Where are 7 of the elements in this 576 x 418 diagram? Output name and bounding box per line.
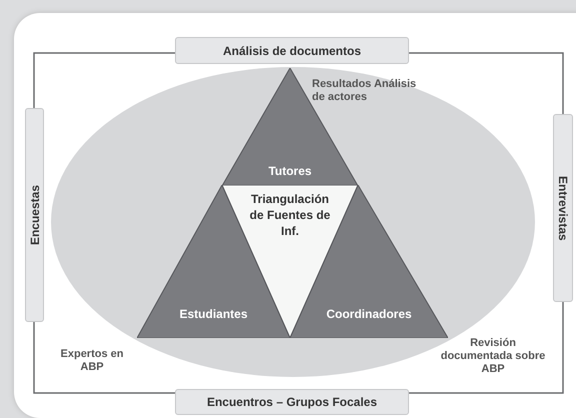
method-tab: Análisis de documentos bbox=[175, 37, 409, 64]
annotation-text: Revisión documentada sobre ABP bbox=[440, 337, 546, 376]
annotation-text: Expertos en ABP bbox=[60, 348, 124, 374]
method-tab: Encuestas bbox=[25, 108, 44, 322]
method-tab: Encuentros – Grupos Focales bbox=[175, 389, 409, 415]
annotation-text: Resultados Análisis de actores bbox=[312, 78, 418, 104]
method-tab: Entrevistas bbox=[553, 114, 573, 302]
